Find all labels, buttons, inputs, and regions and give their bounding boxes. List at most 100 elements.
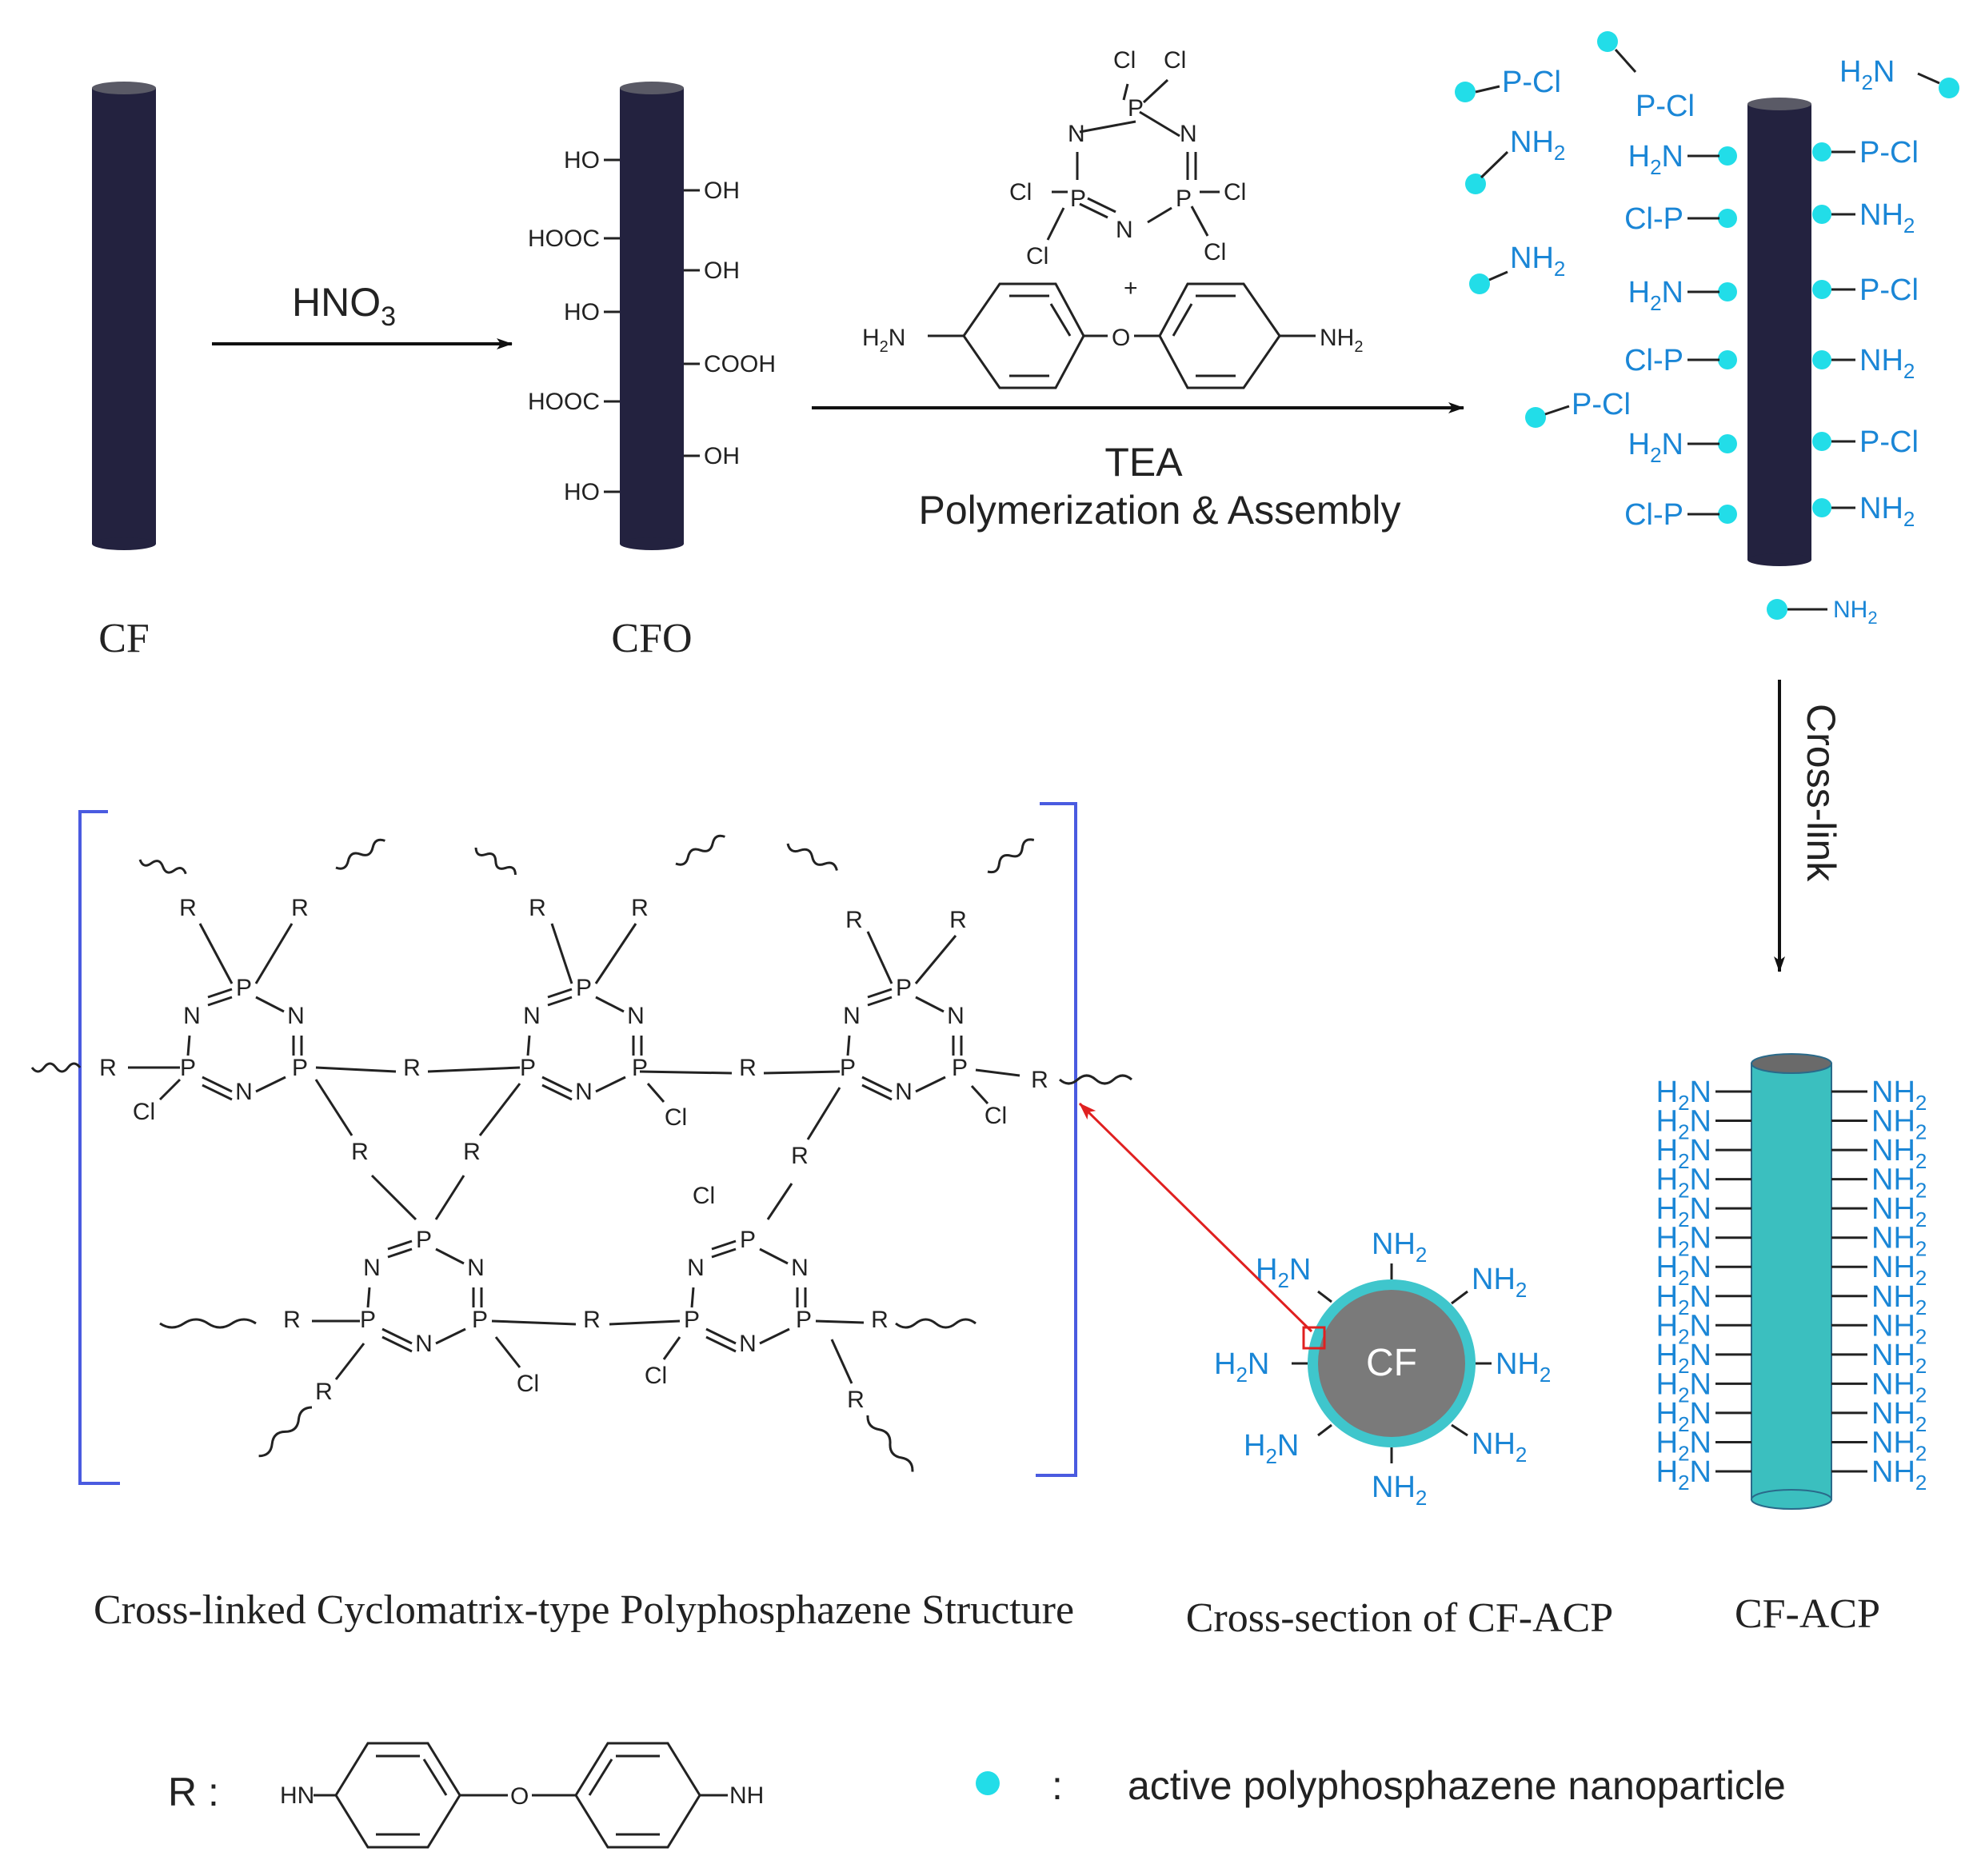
svg-text:N: N (287, 1003, 305, 1029)
svg-text:N: N (415, 1331, 433, 1357)
cf-caption: CF (98, 616, 150, 661)
free-particles: P-Cl P-Cl H2N NH2 NH2 P-Cl NH2 (1455, 31, 1959, 628)
cf-acp-fiber (1751, 1053, 1832, 1510)
cfo-right-group: COOH (704, 351, 776, 377)
svg-text:NH2: NH2 (1871, 1134, 1927, 1173)
svg-text:H2N: H2N (1656, 1134, 1711, 1173)
cfo-left-group: HOOC (528, 389, 600, 415)
svg-text:NH2: NH2 (1472, 1427, 1527, 1467)
cf-fiber (92, 82, 156, 550)
svg-text::: : (1052, 1763, 1063, 1808)
tea-label: TEA (1104, 440, 1183, 485)
legend-r-label: R : (168, 1770, 219, 1814)
svg-text:NH2: NH2 (1871, 1251, 1927, 1290)
svg-text:N: N (235, 1079, 253, 1105)
plus-sign: + (1124, 275, 1138, 301)
svg-text:Cl: Cl (1204, 239, 1226, 265)
svg-text:R: R (315, 1379, 333, 1405)
cfo-right-group: OH (704, 257, 740, 284)
svg-text:NH2: NH2 (1510, 126, 1565, 165)
svg-text:H2N: H2N (1628, 428, 1683, 467)
particle-legend-text: active polyphosphazene nanoparticle (1128, 1763, 1786, 1808)
cf-core-label: CF (1366, 1342, 1417, 1384)
particle-icon (976, 1771, 1000, 1795)
svg-text:N: N (687, 1255, 705, 1281)
svg-text:R: R (631, 895, 649, 921)
svg-text:N: N (947, 1003, 965, 1029)
svg-text:P: P (1176, 186, 1192, 212)
svg-text:NH2: NH2 (1871, 1076, 1927, 1115)
svg-text:H2N: H2N (1656, 1426, 1711, 1465)
svg-text:Cl: Cl (665, 1104, 687, 1131)
svg-text:NH2: NH2 (1496, 1347, 1551, 1387)
svg-text:H2N: H2N (1256, 1253, 1311, 1292)
svg-text:R: R (1031, 1067, 1048, 1093)
svg-text:H2N: H2N (1656, 1455, 1711, 1495)
cross-link-label: Cross-link (1799, 704, 1843, 882)
cfo-left-group: HO (564, 479, 600, 505)
svg-text:H2N: H2N (1656, 1105, 1711, 1144)
svg-text:P-Cl: P-Cl (1572, 388, 1631, 421)
svg-text:NH2: NH2 (1871, 1397, 1927, 1436)
svg-text:N: N (467, 1255, 485, 1281)
svg-text:NH2: NH2 (1871, 1455, 1927, 1495)
svg-text:H2N: H2N (1656, 1076, 1711, 1115)
svg-text:NH2: NH2 (1871, 1280, 1927, 1319)
svg-text:NH2: NH2 (1859, 492, 1915, 531)
svg-text:Cl: Cl (693, 1183, 715, 1209)
svg-text:R: R (529, 895, 546, 921)
svg-text:H2N: H2N (1214, 1347, 1269, 1387)
cfo-right-group: OH (704, 178, 740, 204)
svg-text:Cl: Cl (1009, 179, 1032, 206)
svg-text:NH2: NH2 (1833, 597, 1878, 628)
assembled-fiber (1747, 98, 1811, 566)
svg-text:Cl-P: Cl-P (1624, 498, 1683, 532)
svg-text:R: R (179, 895, 197, 921)
zoom-pointer-arrow (1078, 1102, 1313, 1333)
svg-text:R: R (283, 1307, 301, 1333)
svg-text:N: N (1068, 121, 1085, 147)
svg-text:P: P (576, 975, 592, 1001)
svg-text:NH2: NH2 (1871, 1192, 1927, 1231)
svg-text:O: O (1112, 325, 1130, 351)
svg-text:R: R (351, 1139, 369, 1165)
svg-text:Cl: Cl (1113, 47, 1136, 74)
svg-text:P-Cl: P-Cl (1859, 425, 1919, 459)
svg-text:H2N: H2N (1244, 1429, 1299, 1468)
svg-text:P: P (292, 1055, 308, 1081)
svg-text:P: P (740, 1227, 756, 1253)
svg-text:H2N: H2N (1656, 1251, 1711, 1290)
svg-text:R: R (949, 907, 967, 933)
legend-r: R : HN O NH (168, 1742, 764, 1849)
svg-text:R: R (403, 1055, 421, 1081)
svg-text:NH2: NH2 (1871, 1164, 1927, 1203)
cfo-caption: CFO (611, 616, 692, 661)
svg-text:P: P (896, 975, 912, 1001)
svg-text:H2N: H2N (1656, 1280, 1711, 1319)
svg-text:R: R (739, 1055, 757, 1081)
svg-text:R: R (583, 1307, 601, 1333)
svg-text:NH2: NH2 (1859, 198, 1915, 237)
free-h2n: H2N (1839, 55, 1895, 94)
svg-text:H2N: H2N (1628, 140, 1683, 179)
svg-text:R: R (291, 895, 309, 921)
svg-text:R: R (847, 1387, 865, 1413)
zoom-box (1302, 1326, 1326, 1350)
svg-text:R: R (845, 907, 863, 933)
svg-text:Cl: Cl (133, 1099, 155, 1125)
svg-text:NH2: NH2 (1871, 1222, 1927, 1261)
svg-text:NH2: NH2 (1320, 325, 1363, 356)
cfo-right-group: OH (704, 443, 740, 469)
svg-text:N: N (843, 1003, 861, 1029)
cfo-right-groups: OH OH COOH OH (684, 178, 776, 469)
cross-section: CF (1302, 1279, 1476, 1447)
svg-text:H2N: H2N (862, 325, 905, 356)
svg-text:P: P (416, 1227, 432, 1253)
svg-text:Cl: Cl (1164, 47, 1186, 74)
